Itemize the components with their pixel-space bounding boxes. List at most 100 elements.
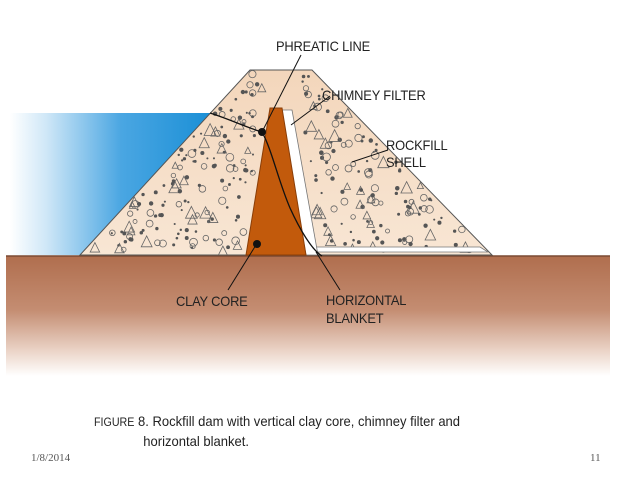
rock-particle <box>189 243 196 250</box>
rock-particle <box>394 160 398 164</box>
rock-particle <box>182 157 187 161</box>
rock-particle <box>420 205 428 213</box>
rock-particle <box>301 80 304 83</box>
rock-particle <box>155 226 159 231</box>
rock-particle <box>248 70 257 79</box>
figure-caption-line2: horizontal blanket. <box>143 433 249 449</box>
rock-particle <box>231 236 240 246</box>
rock-particle <box>192 160 195 163</box>
figure-caption-text1: Rockfill dam with vertical clay core, ch… <box>152 413 461 429</box>
rock-particle <box>225 164 235 173</box>
rock-particle <box>184 228 189 233</box>
rock-particle <box>234 97 238 101</box>
rock-particle <box>240 158 246 165</box>
rock-particle <box>202 234 210 242</box>
rock-particle <box>249 125 257 133</box>
rock-particle <box>370 193 375 198</box>
rock-particle <box>408 241 413 247</box>
rock-particle <box>313 206 327 220</box>
rock-particle <box>220 178 225 183</box>
rock-particle <box>177 153 180 157</box>
rock-particle <box>305 119 318 132</box>
rock-particle <box>458 225 466 234</box>
rock-particle <box>162 184 166 187</box>
rock-particle <box>313 102 322 112</box>
rock-particle <box>179 228 183 232</box>
rock-particle <box>371 198 380 207</box>
rock-particle <box>234 219 238 222</box>
label-rockfill-shell-line1: ROCKFILL <box>386 137 448 153</box>
rock-particle <box>397 212 401 216</box>
rock-particle <box>400 180 413 194</box>
rock-particle <box>239 134 243 138</box>
rock-particle <box>232 239 243 250</box>
rock-particle <box>110 232 113 235</box>
rock-particle <box>141 228 145 232</box>
rock-particle <box>404 210 412 217</box>
rock-particle <box>423 223 428 228</box>
rock-particle <box>228 183 231 186</box>
rock-particle <box>314 174 318 178</box>
rock-particle <box>199 132 203 135</box>
rock-particle <box>218 140 225 148</box>
rock-particle <box>368 138 374 143</box>
rock-particle <box>352 238 355 242</box>
rock-particle <box>153 215 157 218</box>
rock-particle <box>354 133 363 143</box>
rock-particle <box>257 82 267 93</box>
rock-particle <box>324 234 337 247</box>
rock-particle <box>173 222 176 226</box>
rock-particle <box>349 230 353 234</box>
leader-rockfill-shell <box>351 149 389 163</box>
rock-particle <box>232 177 235 180</box>
rock-particle <box>193 148 197 152</box>
rock-particle <box>356 240 361 245</box>
rock-particle <box>361 135 365 139</box>
label-phreatic-line: PHREATIC LINE <box>276 38 370 54</box>
rock-particle <box>187 149 197 158</box>
rock-particle <box>222 185 229 192</box>
rock-particle <box>325 160 329 165</box>
rock-particle <box>307 74 310 78</box>
rock-particle <box>222 150 226 154</box>
rock-particle <box>250 92 254 97</box>
horizontal-blanket <box>305 246 490 253</box>
rock-particle <box>360 139 364 143</box>
rock-particle <box>207 211 219 223</box>
rock-particle <box>239 228 248 236</box>
marker-phreatic-line <box>258 128 266 136</box>
rock-particle <box>200 163 208 170</box>
rock-particle <box>355 199 365 209</box>
rock-particle <box>344 164 353 173</box>
rock-particle <box>136 208 139 211</box>
rock-particle <box>416 181 425 190</box>
rock-particle <box>187 213 198 225</box>
rock-particle <box>238 177 242 181</box>
rock-particle <box>402 240 408 245</box>
rock-particle <box>128 201 137 209</box>
rock-particle <box>433 218 436 221</box>
rock-particle <box>359 188 363 192</box>
rock-particle <box>452 229 457 233</box>
rock-particle <box>240 89 246 95</box>
rock-particle <box>139 231 144 235</box>
rock-particle <box>122 231 127 236</box>
rock-particle <box>211 164 217 169</box>
rock-particle <box>171 177 182 189</box>
rock-particle <box>241 119 247 124</box>
rock-particle <box>185 154 188 157</box>
rock-particle <box>171 161 179 169</box>
rock-particle <box>158 239 167 248</box>
rock-particle <box>408 198 415 205</box>
rock-particle <box>332 164 339 171</box>
rock-particle <box>420 193 428 202</box>
leader-horizontal-blanket <box>315 251 341 291</box>
phreatic-line <box>209 112 323 257</box>
rock-particle <box>183 199 187 203</box>
rock-particle <box>244 90 248 94</box>
rock-particle <box>180 159 184 162</box>
rock-particle <box>371 229 376 234</box>
rock-particle <box>203 122 217 136</box>
rock-particle <box>179 147 184 152</box>
rock-particle <box>344 139 353 148</box>
